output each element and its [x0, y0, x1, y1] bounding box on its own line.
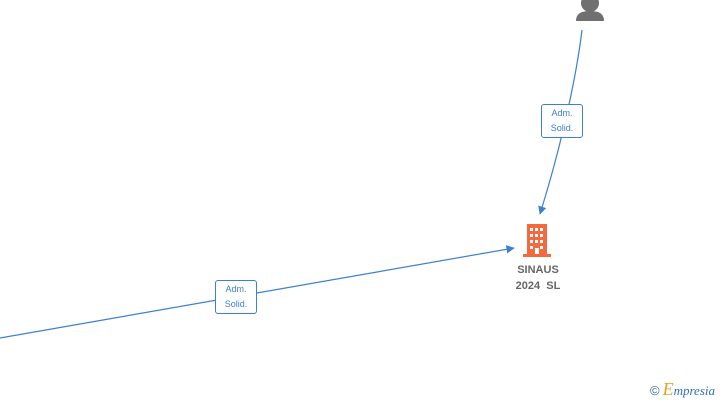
company-name-line1: SINAUS: [517, 264, 559, 276]
edge-left-to-company: [0, 245, 515, 339]
edge-label-line1: Adm.: [225, 284, 247, 294]
company-name-line2: 2024 SL: [515, 280, 561, 292]
person-icon[interactable]: [576, 0, 604, 21]
edge-label-line1: Adm.: [551, 108, 573, 118]
edge-label-person-company[interactable]: Adm. Solid.: [541, 104, 583, 138]
company-name[interactable]: SINAUS 2024 SL: [498, 262, 578, 294]
empresia-watermark: ©Empresia: [650, 378, 728, 400]
edge-label-left-company[interactable]: Adm. Solid.: [215, 280, 257, 314]
edge-label-line2: Solid.: [550, 123, 574, 133]
brand-rest: mpresia: [673, 383, 715, 398]
brand-initial: E: [662, 379, 674, 399]
copyright-icon: ©: [650, 383, 660, 398]
edge-label-line2: Solid.: [224, 299, 248, 309]
building-icon[interactable]: [523, 224, 551, 257]
